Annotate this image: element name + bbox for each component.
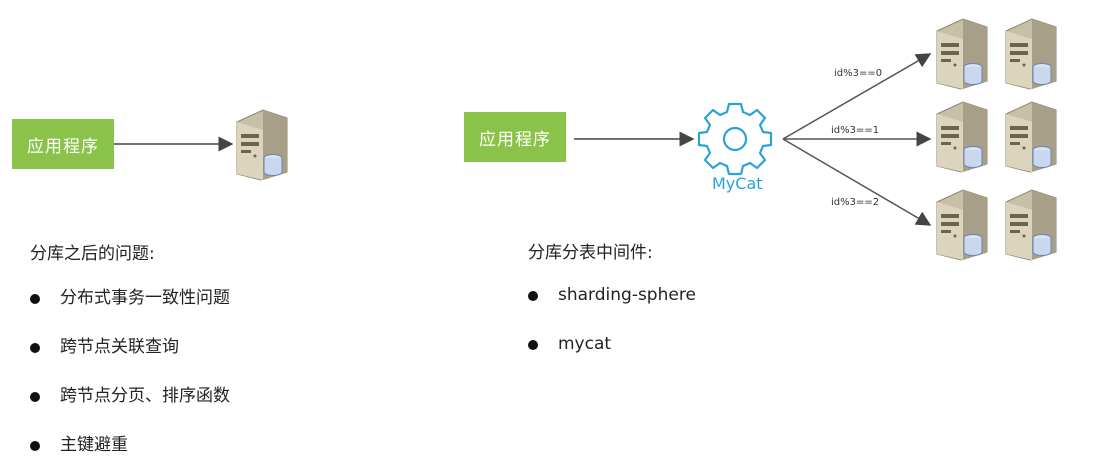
application-box-right: 应用程序 <box>464 112 566 162</box>
route-label-0: id%3==0 <box>834 68 883 79</box>
database-server-icon <box>1002 17 1060 91</box>
database-server-icon <box>233 108 291 182</box>
database-server-icon <box>933 100 991 174</box>
list-item: 主键避重 <box>30 421 230 470</box>
application-box-left: 应用程序 <box>12 119 114 169</box>
list-item: mycat <box>528 320 696 369</box>
list-item: 分布式事务一致性问题 <box>30 274 230 323</box>
route-label-1: id%3==1 <box>831 125 880 136</box>
application-label-right: 应用程序 <box>479 129 551 150</box>
list-item: 跨节点关联查询 <box>30 323 230 372</box>
list-item: sharding-sphere <box>528 271 696 320</box>
gear-icon <box>697 102 773 176</box>
route-arrow-2 <box>782 138 932 226</box>
route-arrow-0 <box>782 53 932 140</box>
route-label-2: id%3==2 <box>831 197 880 208</box>
database-server-icon <box>933 17 991 91</box>
issues-list: 分布式事务一致性问题 跨节点关联查询 跨节点分页、排序函数 主键避重 <box>30 274 230 470</box>
database-server-icon <box>1002 188 1060 262</box>
middleware-list: sharding-sphere mycat <box>528 271 696 369</box>
database-server-icon <box>933 188 991 262</box>
mycat-label: MyCat <box>712 174 763 193</box>
application-label-left: 应用程序 <box>27 136 99 157</box>
list-item: 跨节点分页、排序函数 <box>30 372 230 421</box>
right-heading: 分库分表中间件: <box>528 243 653 263</box>
database-server-icon <box>1002 100 1060 174</box>
left-heading: 分库之后的问题: <box>30 244 155 264</box>
